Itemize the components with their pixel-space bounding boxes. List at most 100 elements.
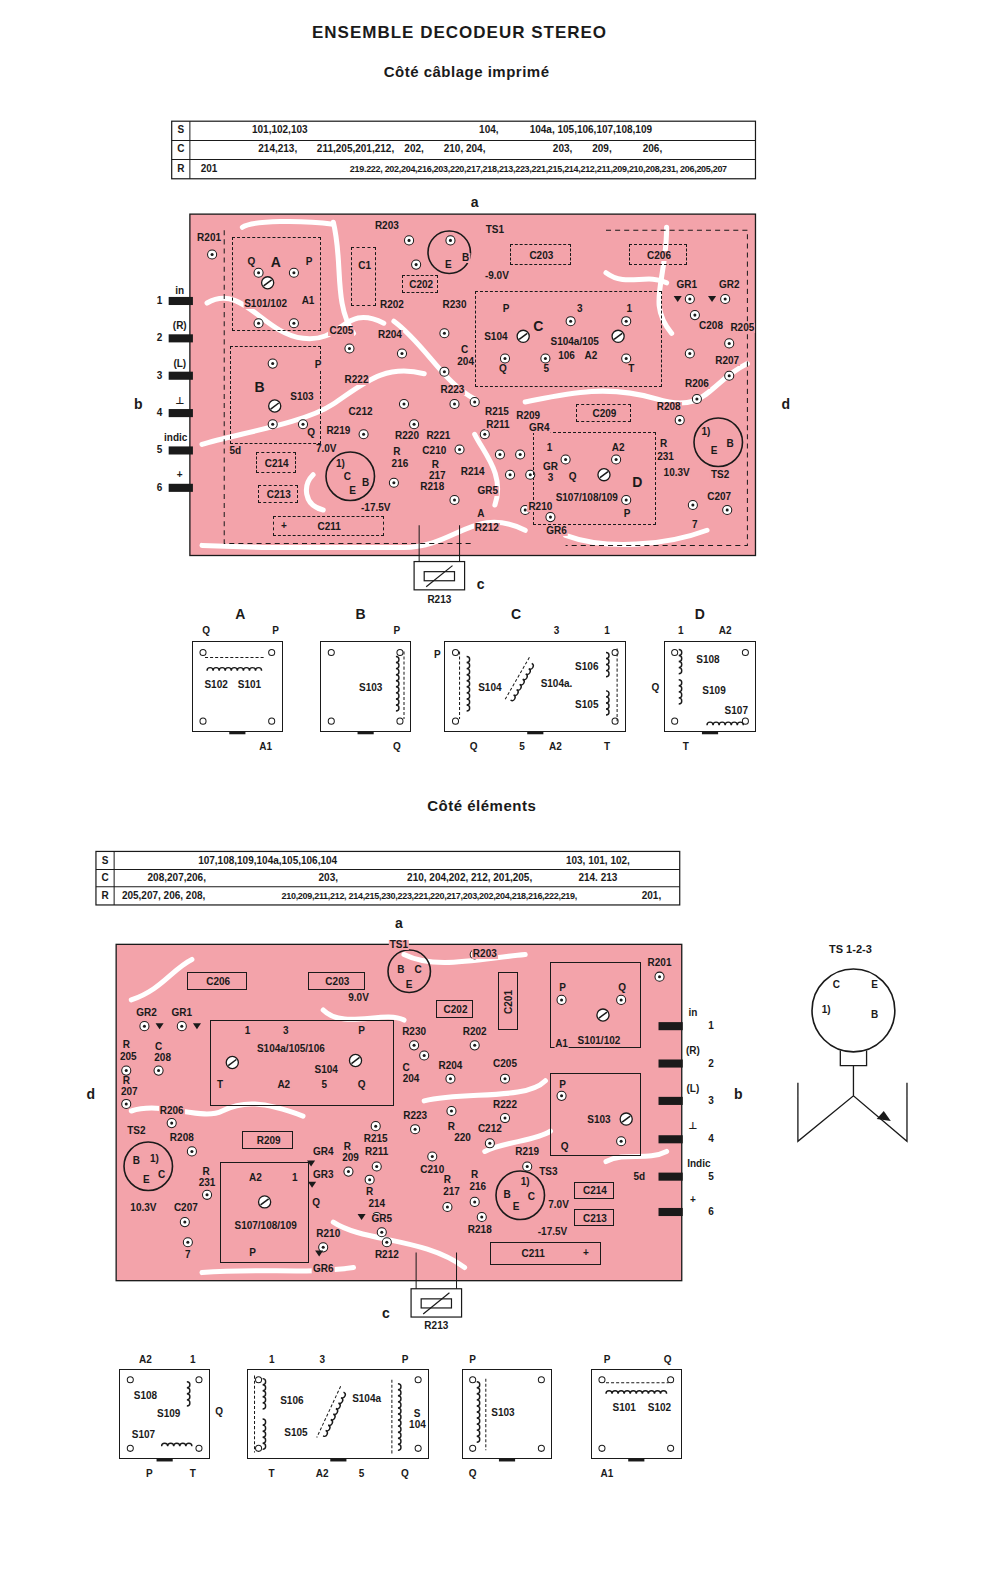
- solder-pad: [203, 1190, 212, 1199]
- callout-label: TS 1-2-3: [828, 944, 873, 955]
- pin-label: D: [631, 475, 643, 489]
- screw-head: [612, 330, 624, 342]
- pad-hole: [473, 1044, 476, 1047]
- pad-hole: [519, 453, 522, 456]
- pin-label: 3: [576, 304, 584, 314]
- coil-pin: [256, 1445, 262, 1451]
- pad-hole: [408, 239, 411, 242]
- diode-symbol: [708, 296, 716, 302]
- callout-label: R205: [729, 323, 755, 333]
- callout-label: C205: [492, 1059, 518, 1069]
- pad-hole: [125, 1069, 128, 1072]
- pad-ring: [268, 420, 277, 429]
- screw-slot: [261, 1199, 269, 1205]
- connector-tab: [659, 1173, 683, 1181]
- callout-label: 2: [156, 333, 164, 343]
- transistor-outline: CE1)B: [811, 968, 896, 1053]
- pad-hole: [678, 419, 681, 422]
- pin-label: S109: [156, 1409, 181, 1419]
- callout-label: +: [176, 470, 184, 480]
- transistor-arrow: [877, 1111, 891, 1121]
- coil-winding: [162, 1443, 192, 1446]
- pad-hole: [347, 1170, 350, 1173]
- solder-pad: [561, 455, 570, 464]
- part-name: C203: [528, 251, 554, 261]
- pad-ring: [495, 450, 504, 459]
- pin-label: Q: [392, 742, 402, 752]
- callout-label: C210: [421, 446, 447, 456]
- solder-pad: [541, 354, 550, 363]
- callout-label: R212: [374, 1250, 400, 1260]
- pin-label: Q: [400, 1469, 410, 1479]
- pin-label: B: [870, 1010, 879, 1020]
- coil-can-diagram: BPS103Q: [320, 641, 411, 732]
- callout-label: R: [343, 1142, 352, 1152]
- callout-label: C212: [477, 1124, 503, 1134]
- component-outline: C202: [402, 275, 438, 293]
- solder-pad: [612, 455, 621, 464]
- pad-hole: [688, 297, 691, 300]
- pad-hole: [728, 374, 731, 377]
- pad-hole: [348, 347, 351, 350]
- pad-hole: [658, 975, 661, 978]
- table-cell: 214,213,: [257, 144, 298, 154]
- pin-label: S104: [314, 1065, 339, 1075]
- table-cell: R: [176, 164, 185, 174]
- pin-label: S106: [574, 662, 599, 672]
- part-name: C202: [443, 1005, 469, 1015]
- pad-ring: [254, 319, 263, 328]
- table-cell: 104a, 105,106,107,108,109: [529, 125, 653, 135]
- solder-pad: [506, 470, 515, 479]
- callout-label: indic: [163, 433, 188, 443]
- part-name: C201: [504, 989, 514, 1015]
- table-rule: [96, 869, 680, 870]
- pin-label: P: [558, 983, 567, 993]
- solder-pad: [690, 311, 699, 320]
- part-name: C203: [324, 977, 350, 987]
- solder-pad: [397, 349, 406, 358]
- callout-label: 231: [198, 1178, 217, 1188]
- coil-pin: [742, 649, 748, 655]
- callout-label: R201: [647, 958, 673, 968]
- table-cell: 104,: [478, 125, 499, 135]
- callout-label: R201: [196, 233, 222, 243]
- pad-ring: [122, 1066, 131, 1075]
- coil-winding: [263, 1379, 266, 1409]
- solder-pad: [516, 450, 525, 459]
- pin-label: E: [710, 446, 719, 456]
- part-name: R209: [256, 1136, 282, 1146]
- pad-ring: [485, 1139, 494, 1148]
- callout-label: R211: [485, 420, 510, 430]
- solder-pad: [495, 450, 504, 459]
- connector-tab: [659, 1059, 683, 1067]
- pin-label: C: [510, 607, 522, 621]
- callout-label: R206: [159, 1106, 185, 1116]
- pin-label: P: [558, 1080, 567, 1090]
- callout-label: C208: [698, 321, 724, 331]
- pad-hole: [183, 1221, 186, 1224]
- pad-hole: [450, 1109, 453, 1112]
- component-outline: C211: [273, 516, 384, 536]
- solder-pad: [721, 294, 730, 303]
- callout-label: 2: [707, 1059, 715, 1069]
- coil-can-outline: P31CS104S104a/105106A2Q5T: [475, 291, 662, 387]
- pad-hole: [443, 332, 446, 335]
- coil-pin: [397, 649, 403, 655]
- pad-hole: [625, 320, 628, 323]
- part-name: C213: [266, 490, 292, 500]
- pin-label: S104: [477, 683, 502, 693]
- pin-label: E: [444, 260, 453, 270]
- edge-letter: d: [86, 1087, 97, 1101]
- pad-ring: [428, 1152, 437, 1161]
- callout-label: -17.5V: [537, 1227, 568, 1237]
- pin-label: S103: [490, 1408, 515, 1418]
- callout-label: -17.5V: [360, 503, 391, 513]
- pad-ring: [566, 317, 575, 326]
- pot-lead: [419, 525, 459, 561]
- pad-hole: [625, 498, 628, 501]
- ferrite-core: [391, 1380, 392, 1455]
- component-outline: C203: [308, 972, 365, 990]
- pad-ring: [688, 500, 697, 509]
- pad-hole: [186, 1241, 189, 1244]
